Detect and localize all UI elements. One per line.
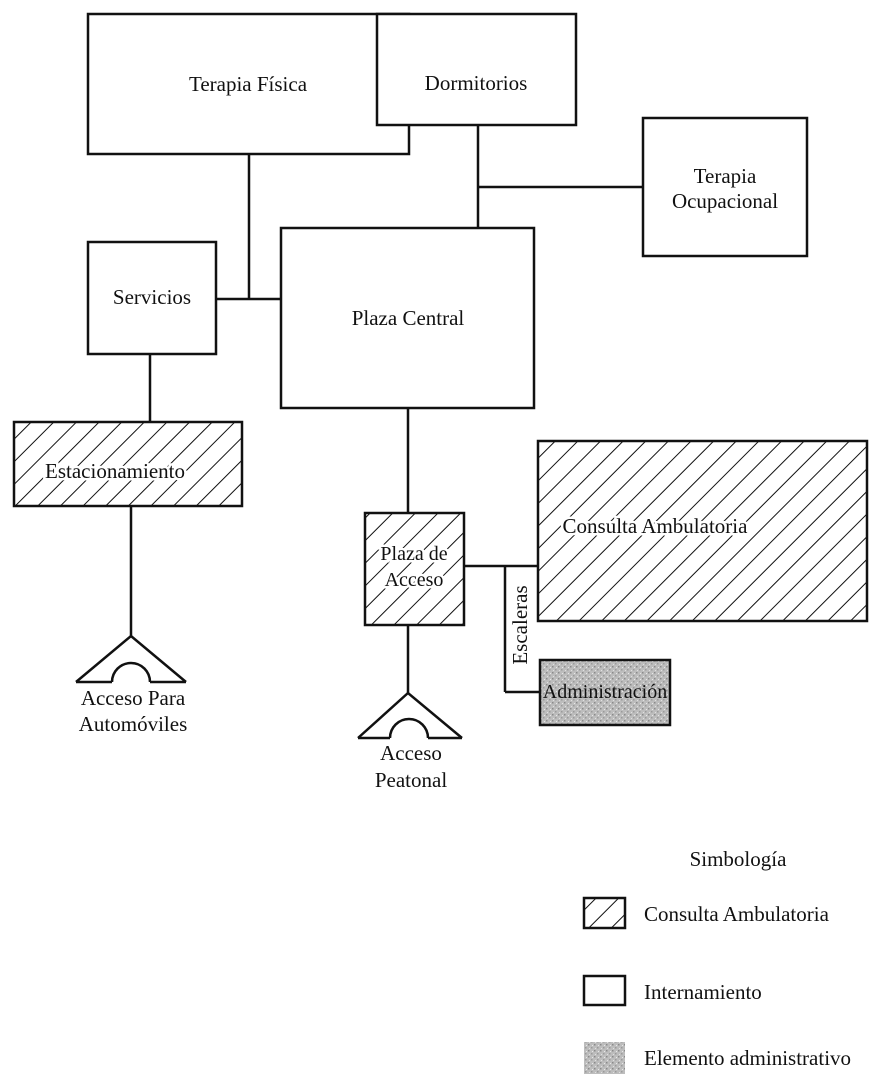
label-dormitorios: Dormitorios [425,71,528,95]
legend-label-administrativo: Elemento administrativo [644,1046,851,1070]
label-terapia-ocupacional-2: Ocupacional [672,189,778,213]
access-automoviles-icon [75,634,187,684]
legend-swatch-hatch [582,896,627,930]
legend-title: Simbología [690,847,788,871]
connectors [129,125,643,694]
block-plaza-de-acceso [363,511,466,627]
label-acceso-automoviles-1: Acceso Para [81,686,186,710]
legend-swatch-gray [584,1042,625,1074]
label-estacionamiento: Estacionamiento [45,459,185,483]
label-acceso-peatonal-2: Peatonal [375,768,447,792]
block-servicios [86,240,218,356]
block-terapia-fisica [86,12,411,156]
legend-label-consulta: Consulta Ambulatoria [644,902,830,926]
legend-swatch-plain [582,974,627,1007]
block-consulta-ambulatoria [536,439,869,623]
label-plaza-de-acceso-2: Acceso [385,569,444,591]
block-dormitorios [375,12,578,127]
block-terapia-ocupacional [641,116,809,258]
label-consulta-ambulatoria: Consulta Ambulatoria [563,514,749,538]
label-escaleras: Escaleras [508,585,532,664]
label-terapia-ocupacional-1: Terapia [694,164,757,188]
label-terapia-fisica: Terapia Física [189,72,308,96]
label-servicios: Servicios [113,285,191,309]
label-administracion: Administración [543,681,667,703]
legend-label-internamiento: Internamiento [644,980,762,1004]
label-plaza-central: Plaza Central [352,306,465,330]
label-acceso-peatonal-1: Acceso [380,741,442,765]
label-plaza-de-acceso-1: Plaza de [380,543,447,565]
block-plaza-central [279,226,536,410]
label-acceso-automoviles-2: Automóviles [79,712,188,736]
block-administracion [538,658,672,727]
access-peatonal-icon [357,691,463,740]
legend: Simbología Consulta Ambulatoria Internam… [582,847,851,1074]
block-estacionamiento [12,420,244,508]
